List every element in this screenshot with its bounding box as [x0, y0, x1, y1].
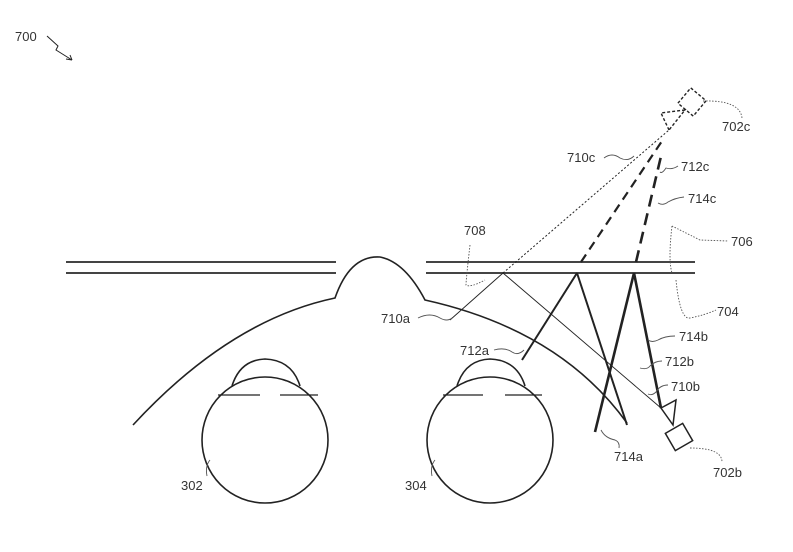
label-714c: 714c [688, 191, 717, 206]
ray-714c [634, 151, 664, 263]
cornea-304 [456, 358, 526, 387]
label-708: 708 [464, 223, 486, 238]
leader-704 [675, 279, 717, 319]
leader-lines [205, 100, 743, 477]
label-304: 304 [405, 478, 427, 493]
leader-702c [702, 100, 743, 119]
lens-layers [66, 261, 695, 274]
ray-710a [449, 272, 504, 321]
leader-710a [417, 314, 453, 321]
leader-714b [647, 335, 676, 342]
camera-body-702c-icon [676, 86, 708, 118]
leader-714c [657, 196, 685, 205]
camera-lens-702b-icon [659, 398, 677, 428]
leader-304 [430, 459, 436, 477]
label-706: 706 [731, 234, 753, 249]
eyeball-304 [426, 376, 554, 504]
camera-lens-702c-icon [659, 109, 687, 132]
label-710a: 710a [381, 311, 411, 326]
label-702c: 702c [722, 119, 751, 134]
ray-714a [593, 272, 636, 433]
camera-body-702b-icon [664, 422, 694, 452]
cornea-302 [231, 358, 301, 387]
leader-706b [669, 225, 673, 274]
leader-714a [600, 429, 620, 449]
leader-710c [603, 154, 635, 161]
eye-304 [426, 358, 554, 504]
arrow-head-icon [65, 54, 73, 61]
face-profile [132, 256, 628, 426]
ray-712b [576, 272, 628, 426]
leader-302 [205, 459, 211, 477]
label-710b: 710b [671, 379, 700, 394]
label-712c: 712c [681, 159, 710, 174]
reference-labels: 702c 710c 712c 714c 708 706 704 710a 714… [181, 119, 753, 493]
label-704: 704 [717, 304, 739, 319]
label-712a: 712a [460, 343, 490, 358]
leader-712b [639, 360, 663, 370]
leader-712a [493, 348, 525, 355]
ray-712a [521, 272, 578, 361]
eye-302 [201, 358, 329, 504]
label-714a: 714a [614, 449, 644, 464]
ray-712c [580, 137, 665, 263]
leader-712c [659, 165, 679, 173]
label-710c: 710c [567, 150, 596, 165]
leader-702b [689, 447, 723, 463]
label-702b: 702b [713, 465, 742, 480]
leader-706 [671, 225, 729, 242]
eyeball-302 [201, 376, 329, 504]
figure-label: 700 [15, 29, 37, 44]
leader-708 [465, 244, 486, 287]
ray-714b [632, 272, 663, 409]
label-712b: 712b [665, 354, 694, 369]
leader-710b [647, 384, 669, 396]
ray-710c [502, 129, 670, 274]
label-302: 302 [181, 478, 203, 493]
ray-710b [502, 272, 662, 409]
label-714b: 714b [679, 329, 708, 344]
figure-arrow [46, 35, 73, 61]
